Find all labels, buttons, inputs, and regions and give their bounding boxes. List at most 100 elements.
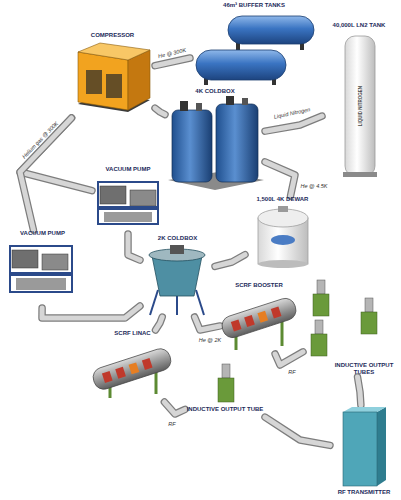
equipment-label: RF TRANSMITTER: [330, 489, 398, 496]
pipe-outline: [20, 118, 71, 230]
equipment-node: SCRF LINAC: [85, 330, 180, 402]
tube-stand: [361, 312, 377, 334]
pipe-connector: [155, 58, 190, 66]
equipment-node: COMPRESSOR: [70, 32, 155, 118]
pipe-connector: [215, 255, 245, 267]
dewar-base: [258, 260, 308, 268]
pipe-connector: [358, 377, 361, 405]
equipment-node: RF TRANSMITTER: [330, 405, 398, 498]
equipment-label: VACUUM PUMP: [92, 166, 164, 173]
tube-stand: [313, 294, 329, 316]
transmitter-cabinet: [343, 407, 386, 486]
pump-motor: [12, 250, 38, 268]
pipe-body: [164, 402, 185, 414]
output-tube-art: [311, 280, 377, 356]
module-cavity: [244, 315, 255, 327]
pipe-connector: [265, 417, 330, 445]
cryomodule-art: [219, 296, 298, 350]
pipe-connector: [42, 306, 140, 318]
pipe-body: [275, 352, 303, 365]
pump-frame: [10, 246, 72, 292]
pipe-outline: [128, 234, 140, 260]
cabinet-side: [377, 407, 386, 486]
output-tube-art: [218, 364, 234, 402]
cryomodule-art: [91, 346, 174, 398]
compressor-top: [78, 43, 150, 60]
module-cavity: [115, 367, 126, 379]
cabinet-front: [343, 412, 377, 486]
module-cavity: [142, 358, 153, 370]
equipment-label: VACUUM PUMP: [5, 230, 80, 237]
pipe-body: [42, 306, 140, 318]
compressor-side: [128, 50, 150, 110]
module-vessel: [91, 346, 174, 392]
pipe-connector: [156, 317, 163, 330]
coldbox-4k: [168, 96, 264, 190]
pipe-body: [20, 118, 71, 230]
pipe-body: [265, 162, 295, 196]
buffer-tanks: [196, 16, 314, 85]
equipment-label: 4K COLDBOX: [165, 88, 265, 95]
pipe-outline: [155, 58, 190, 66]
cryomodule: [219, 296, 298, 340]
pipe-connector: [164, 402, 185, 414]
pipe-label: Liquid Nitrogen: [273, 106, 310, 120]
pipe-connector: [128, 234, 140, 260]
equipment-label: 2K COLDBOX: [140, 235, 215, 242]
equipment-node: 1,500L 4K DEWAR: [245, 196, 320, 271]
equipment-label: SCRF BOOSTER: [220, 282, 298, 289]
vacuum-pump-art: [10, 246, 72, 292]
dewar-neck: [278, 206, 288, 212]
pipe-label: RF: [288, 369, 295, 375]
coldbox-valve: [170, 245, 184, 254]
tube-cylinder: [315, 320, 323, 334]
compressor-unit: [78, 43, 150, 112]
pipe-outline: [156, 317, 163, 330]
pipe-outline: [155, 108, 165, 114]
pipe-outline: [215, 255, 245, 267]
equipment-label: 1,500L 4K DEWAR: [245, 196, 320, 203]
module-cavity: [231, 319, 242, 331]
pipe-body: [155, 58, 190, 66]
pipe-label: He @ 4.5K: [301, 183, 328, 189]
tube-stand: [311, 334, 327, 356]
coldbox-valve: [226, 96, 234, 105]
tube-cylinder: [365, 298, 373, 312]
pipe-body: [215, 255, 245, 267]
equipment-node: SCRF BOOSTER: [220, 282, 298, 354]
pipe-outline: [265, 162, 295, 196]
compressor-grille: [106, 74, 122, 98]
ln2-cylinder: [345, 36, 375, 176]
buffer-tank: [196, 50, 286, 80]
coldbox-vessel: [216, 104, 258, 182]
module-cavity: [257, 311, 268, 323]
compressor-front: [78, 52, 128, 110]
equipment-node: VACUUM PUMP: [92, 166, 164, 234]
coldbox-leg: [196, 290, 204, 315]
pump-body: [104, 212, 152, 222]
module-cavity: [102, 371, 113, 383]
pump-motor: [100, 186, 126, 204]
pipe-outline: [164, 402, 185, 414]
pipe-connector: [155, 108, 165, 114]
pump-shelf: [98, 206, 158, 210]
equipment-label: INDUCTIVE OUTPUT TUBE: [185, 406, 265, 413]
tube-cylinder: [317, 280, 325, 294]
pump-motor: [130, 190, 156, 206]
equipment-label: INDUCTIVE OUTPUT TUBES: [333, 362, 395, 376]
coldbox-valve: [242, 98, 248, 105]
pipe-outline: [195, 317, 220, 330]
coldbox-vessel: [152, 256, 202, 296]
equipment-node: VACUUM PUMP: [5, 230, 80, 308]
pump-body: [16, 278, 66, 290]
pipe-connector: [275, 352, 303, 365]
dewar-logo: [271, 235, 295, 245]
coldbox-leg: [176, 295, 178, 315]
pipe-body: [358, 377, 361, 405]
coldbox-valve: [180, 101, 188, 111]
pipe-body: [195, 317, 220, 330]
pipe-outline: [265, 417, 330, 445]
tank-marking: LIQUID NITROGEN: [358, 86, 363, 126]
